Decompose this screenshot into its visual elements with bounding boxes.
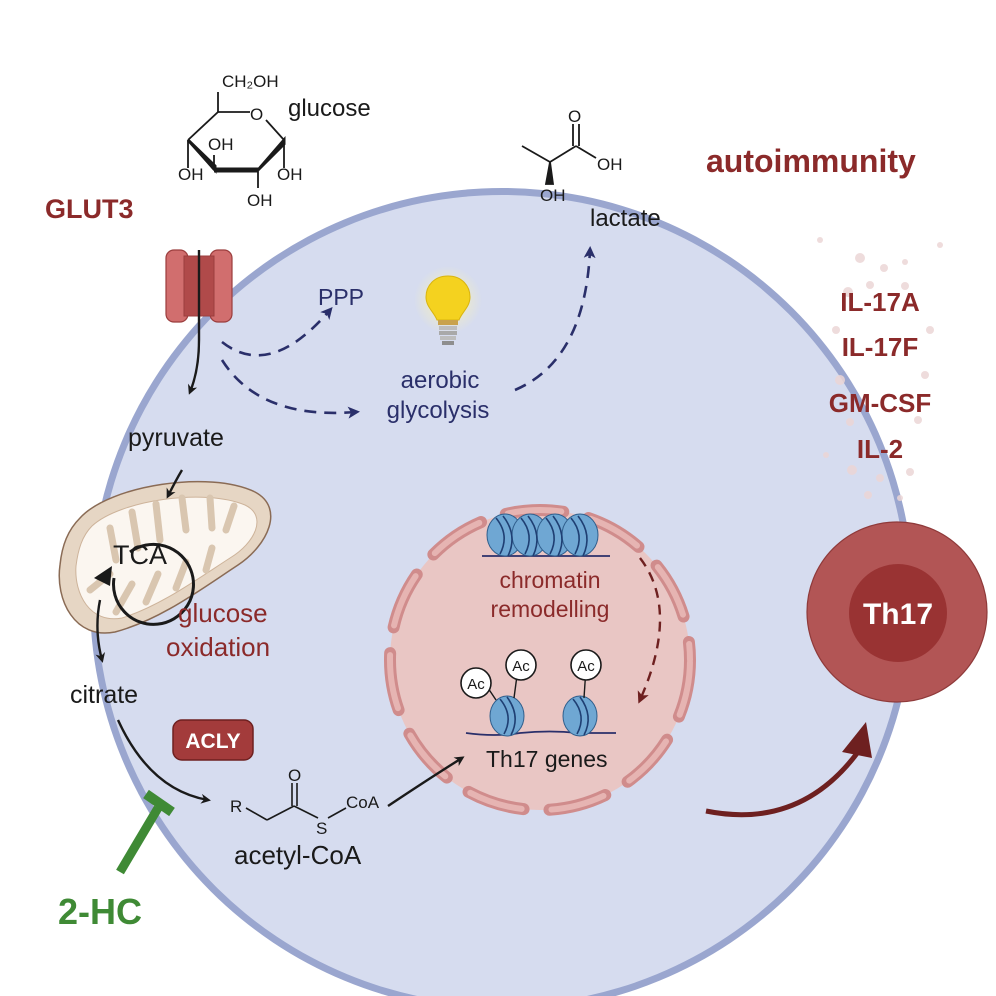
chromatin-label-line2: remodelling <box>491 596 610 622</box>
lactate-carbonyl-o: O <box>568 107 581 126</box>
arrow-acetyl-coa-to-genes <box>387 756 465 807</box>
acetyl-coa-label: acetyl-CoA <box>234 840 362 870</box>
open-chromatin <box>460 649 616 737</box>
nucleus <box>384 504 696 816</box>
acetyl-coa-structure <box>245 783 347 821</box>
pyruvate-label: pyruvate <box>128 424 224 452</box>
lactate-label: lactate <box>590 205 661 232</box>
glucose-oh-right: OH <box>277 165 303 184</box>
glucose-label: glucose <box>288 95 371 122</box>
inhibitor-2hc-label: 2-HC <box>58 891 142 932</box>
arrow-to-lactate <box>514 246 596 392</box>
acetyl-coa-coa: CoA <box>346 793 380 812</box>
chromatin-label-line1: chromatin <box>500 567 601 593</box>
th17-cell <box>806 521 988 703</box>
acetyl-mark-2: Ac <box>512 658 530 675</box>
tca-cycle-arrowhead <box>94 566 112 586</box>
cytokine-gmcsf: GM-CSF <box>829 388 932 418</box>
inhibitor-tbar <box>116 789 175 875</box>
glycolysis-label: glycolysis <box>387 397 490 424</box>
mitochondrion <box>58 480 272 634</box>
arrow-pyruvate-to-tca <box>166 469 184 499</box>
glucose-ring-o: O <box>250 105 263 124</box>
arrow-citrate-to-acetyl-coa <box>116 719 211 804</box>
glucose-oxidation-line2: oxidation <box>166 632 270 662</box>
acly-badge: ACLY <box>172 719 254 761</box>
arrow-to-ppp <box>221 306 333 357</box>
arrow-remodelling-to-genes <box>637 557 662 704</box>
lactate-structure <box>521 124 597 185</box>
arrow-glut3-to-pyruvate <box>188 250 201 395</box>
glut3-label: GLUT3 <box>45 194 134 224</box>
cytokine-il17f: IL-17F <box>842 332 919 362</box>
glucose-ch2oh: CH₂OH <box>222 72 279 91</box>
arrow-to-th17 <box>705 722 872 818</box>
th17-genes-label: Th17 genes <box>486 746 607 772</box>
acetyl-coa-s: S <box>316 819 327 838</box>
lactate-acid-oh: OH <box>597 155 623 174</box>
acetyl-mark-1: Ac <box>467 676 485 693</box>
glucose-oh-bottom: OH <box>247 191 273 210</box>
acetyl-mark-3: Ac <box>577 658 595 675</box>
arrow-to-aerobic-glycolysis <box>220 359 360 419</box>
acetyl-coa-o: O <box>288 766 301 785</box>
glucose-oh-left: OH <box>178 165 204 184</box>
glucose-oxidation-line1: glucose <box>178 598 268 628</box>
ppp-label: PPP <box>318 284 364 310</box>
acly-label: ACLY <box>185 730 240 753</box>
lightbulb-icon <box>414 266 482 345</box>
cytokine-il17a: IL-17A <box>840 287 920 317</box>
cytokine-il2: IL-2 <box>857 434 903 464</box>
th17-cell-label: Th17 <box>863 598 933 631</box>
tca-label: TCA <box>113 540 167 570</box>
nucleus-body <box>390 510 690 810</box>
glucose-structure <box>186 92 286 188</box>
citrate-label: citrate <box>70 681 138 709</box>
chromatin-nucleosomes <box>482 513 610 557</box>
arrow-tca-to-citrate <box>95 599 106 663</box>
acetyl-coa-r: R <box>230 797 242 816</box>
autoimmunity-title: autoimmunity <box>706 143 916 179</box>
aerobic-label: aerobic <box>401 367 480 394</box>
glucose-oh-top: OH <box>208 135 234 154</box>
lactate-alpha-oh: OH <box>540 186 566 205</box>
secretion-dots <box>817 237 943 501</box>
tca-cycle-arrow <box>112 542 195 626</box>
